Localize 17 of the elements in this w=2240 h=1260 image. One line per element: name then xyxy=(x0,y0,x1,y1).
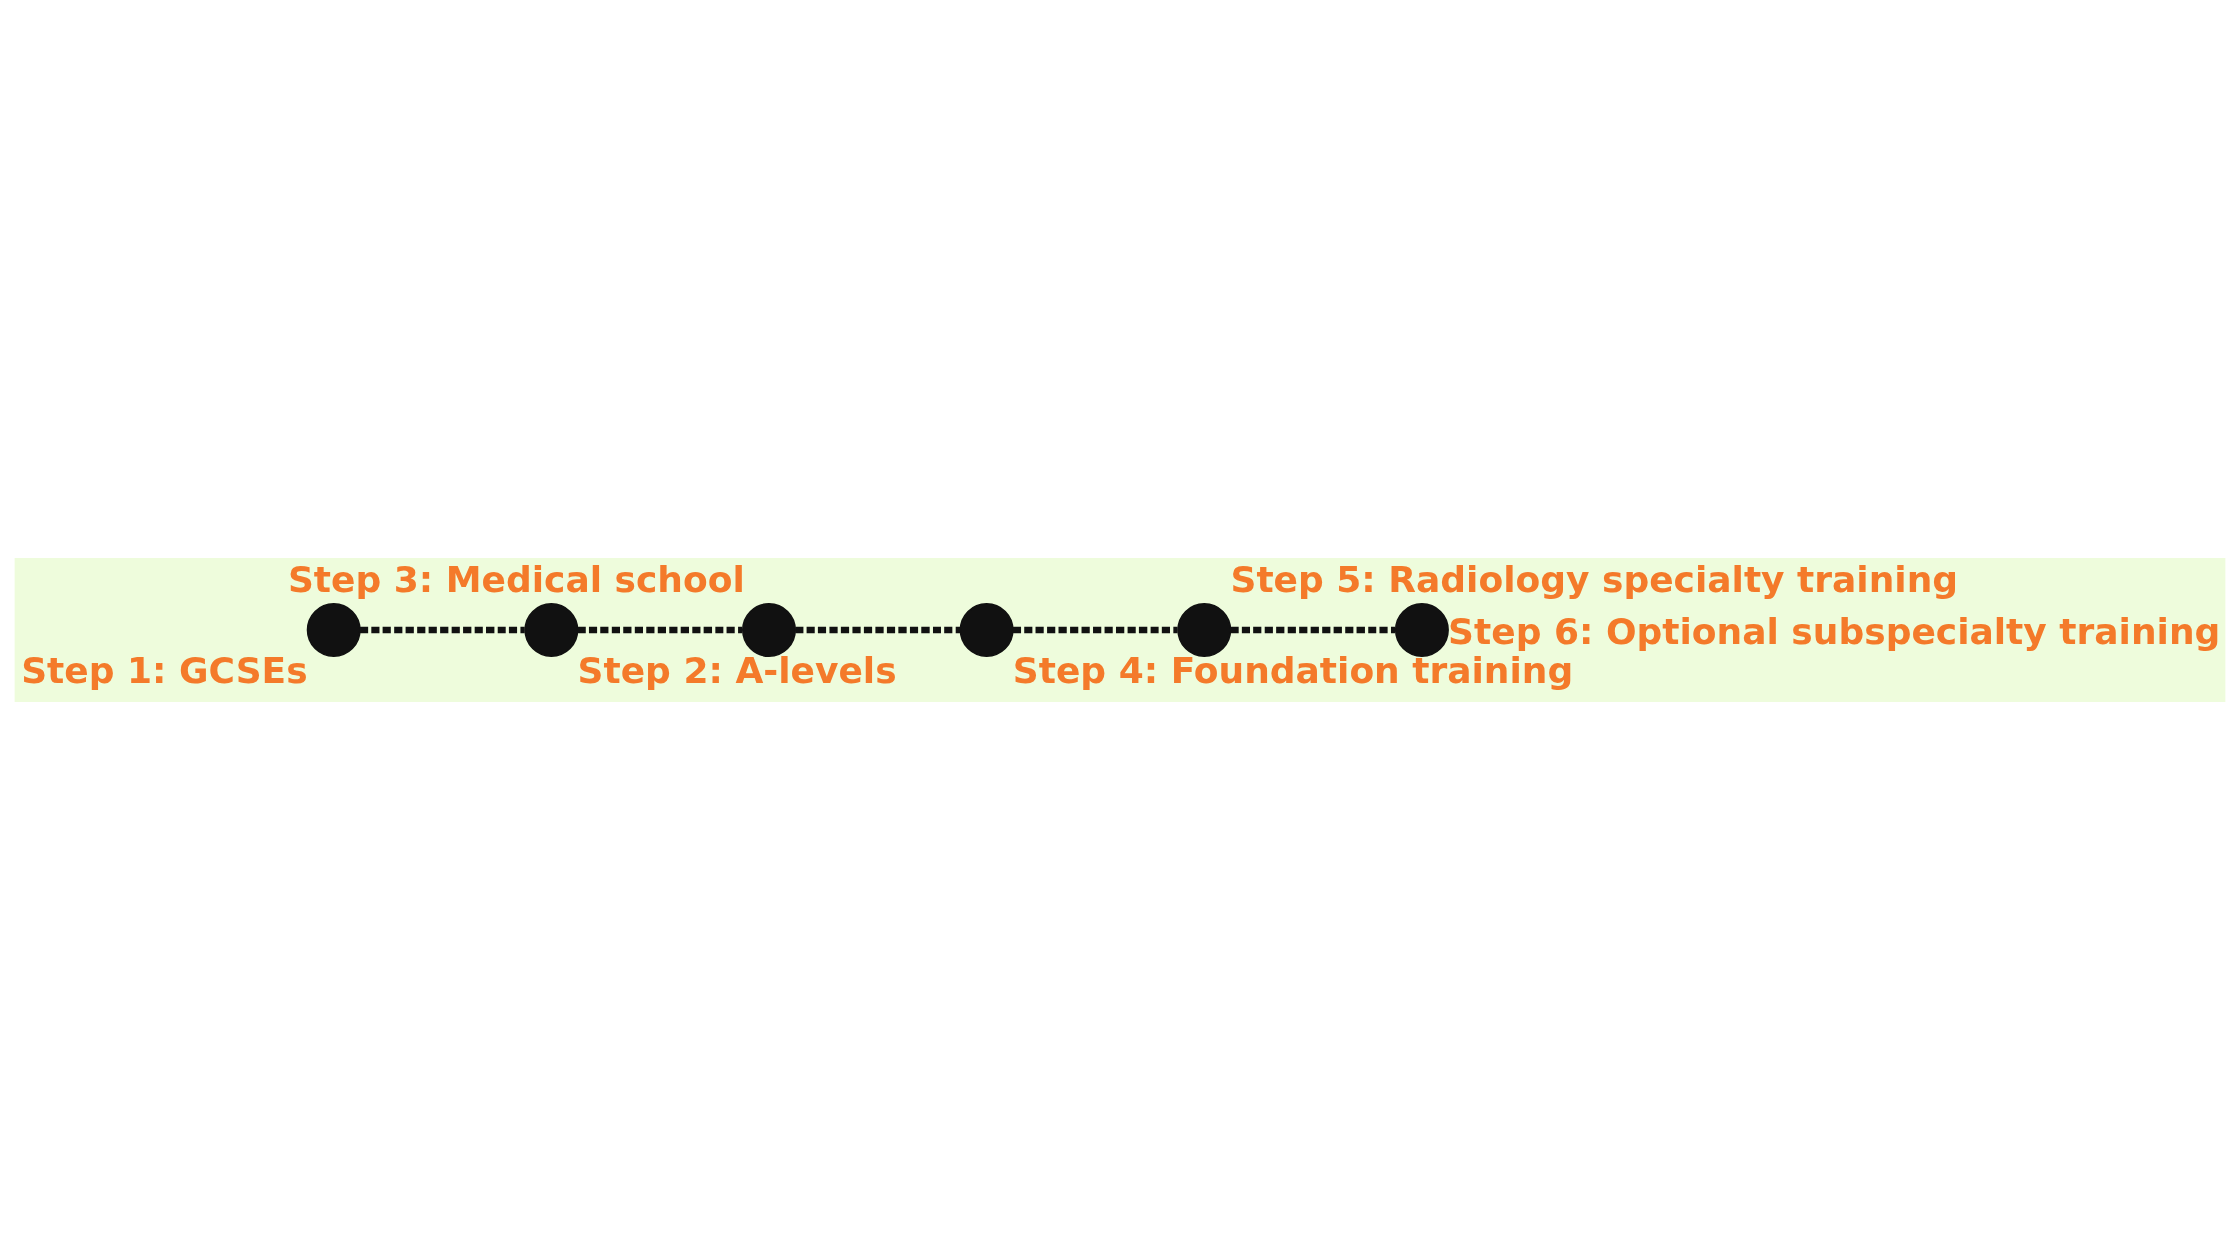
node-label: Step 1: GCSEs xyxy=(21,650,308,692)
node-label: Step 3: Medical school xyxy=(287,558,745,600)
node-circle xyxy=(1394,603,1449,657)
node-circle xyxy=(959,603,1014,657)
node-circle xyxy=(742,603,796,657)
node-circle xyxy=(1177,603,1232,657)
connector xyxy=(577,626,743,634)
connector xyxy=(795,626,961,634)
node-label: Step 6: Optional subspecialty training xyxy=(1448,611,2221,653)
connector xyxy=(1230,626,1396,634)
node-circle xyxy=(306,603,361,657)
connector xyxy=(359,626,525,634)
node-label: Step 5: Radiology specialty training xyxy=(1230,558,1959,600)
node-label: Step 4: Foundation training xyxy=(1012,650,1574,692)
connector xyxy=(1012,626,1178,634)
node-label: Step 2: A-levels xyxy=(577,650,897,692)
node-circle xyxy=(524,603,579,657)
